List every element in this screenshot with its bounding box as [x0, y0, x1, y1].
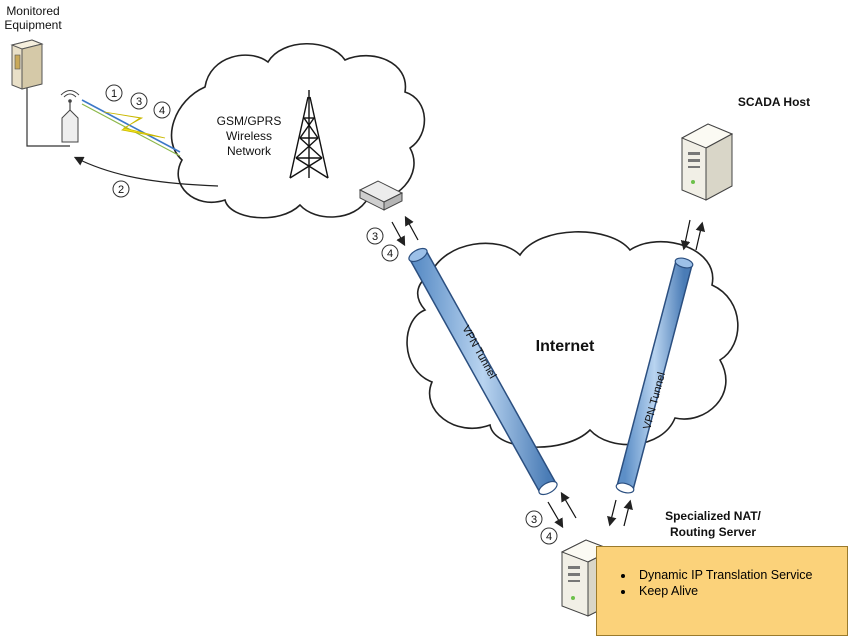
tunnel-left-arrows [547, 491, 577, 529]
vpn-tunnel-right [615, 257, 694, 494]
scada-arrows [680, 219, 706, 251]
router-icon [358, 180, 404, 211]
step-3-badge-router: 3 [366, 227, 384, 245]
internet-label: Internet [535, 338, 595, 355]
wireless-modem-icon [60, 90, 80, 143]
gsm-network-label: GSM/GPRS Wireless Network [216, 114, 282, 158]
svg-text:3: 3 [531, 514, 537, 526]
step-1-badge: 1 [105, 84, 123, 102]
svg-text:4: 4 [387, 248, 393, 260]
router-arrows [391, 215, 419, 247]
scada-server-icon [680, 123, 734, 201]
step-4-badge-server: 4 [540, 527, 558, 545]
scada-host-label: SCADA Host [737, 95, 811, 109]
return-arrow [73, 156, 219, 187]
step-4-badge-wireless: 4 [153, 101, 171, 119]
step-2-badge: 2 [112, 180, 130, 198]
monitored-equipment-icon [10, 39, 44, 90]
tunnel-right-arrows [607, 499, 633, 527]
svg-text:2: 2 [118, 184, 124, 196]
step-3-badge-wireless: 3 [130, 92, 148, 110]
svg-text:4: 4 [159, 105, 165, 117]
wireless-link [81, 99, 181, 157]
svg-text:3: 3 [136, 96, 142, 108]
step-4-badge-router: 4 [381, 244, 399, 262]
svg-text:3: 3 [372, 231, 378, 243]
equipment-wire [26, 88, 70, 147]
cell-tower-icon [289, 90, 329, 179]
svg-text:4: 4 [546, 531, 552, 543]
step-3-badge-server: 3 [525, 510, 543, 528]
service-item-keep-alive: Keep Alive [635, 583, 847, 599]
vpn-tunnel-left [408, 247, 558, 496]
service-item-ip-translation: Dynamic IP Translation Service [635, 567, 847, 583]
gsm-cloud [170, 43, 426, 219]
svg-text:1: 1 [111, 88, 117, 100]
monitored-equipment-label: Monitored Equipment [4, 4, 62, 32]
services-callout: Dynamic IP Translation Service Keep Aliv… [596, 546, 848, 636]
nat-server-label: Specialized NAT/ Routing Server [665, 509, 761, 539]
services-list: Dynamic IP Translation Service Keep Aliv… [597, 567, 847, 599]
